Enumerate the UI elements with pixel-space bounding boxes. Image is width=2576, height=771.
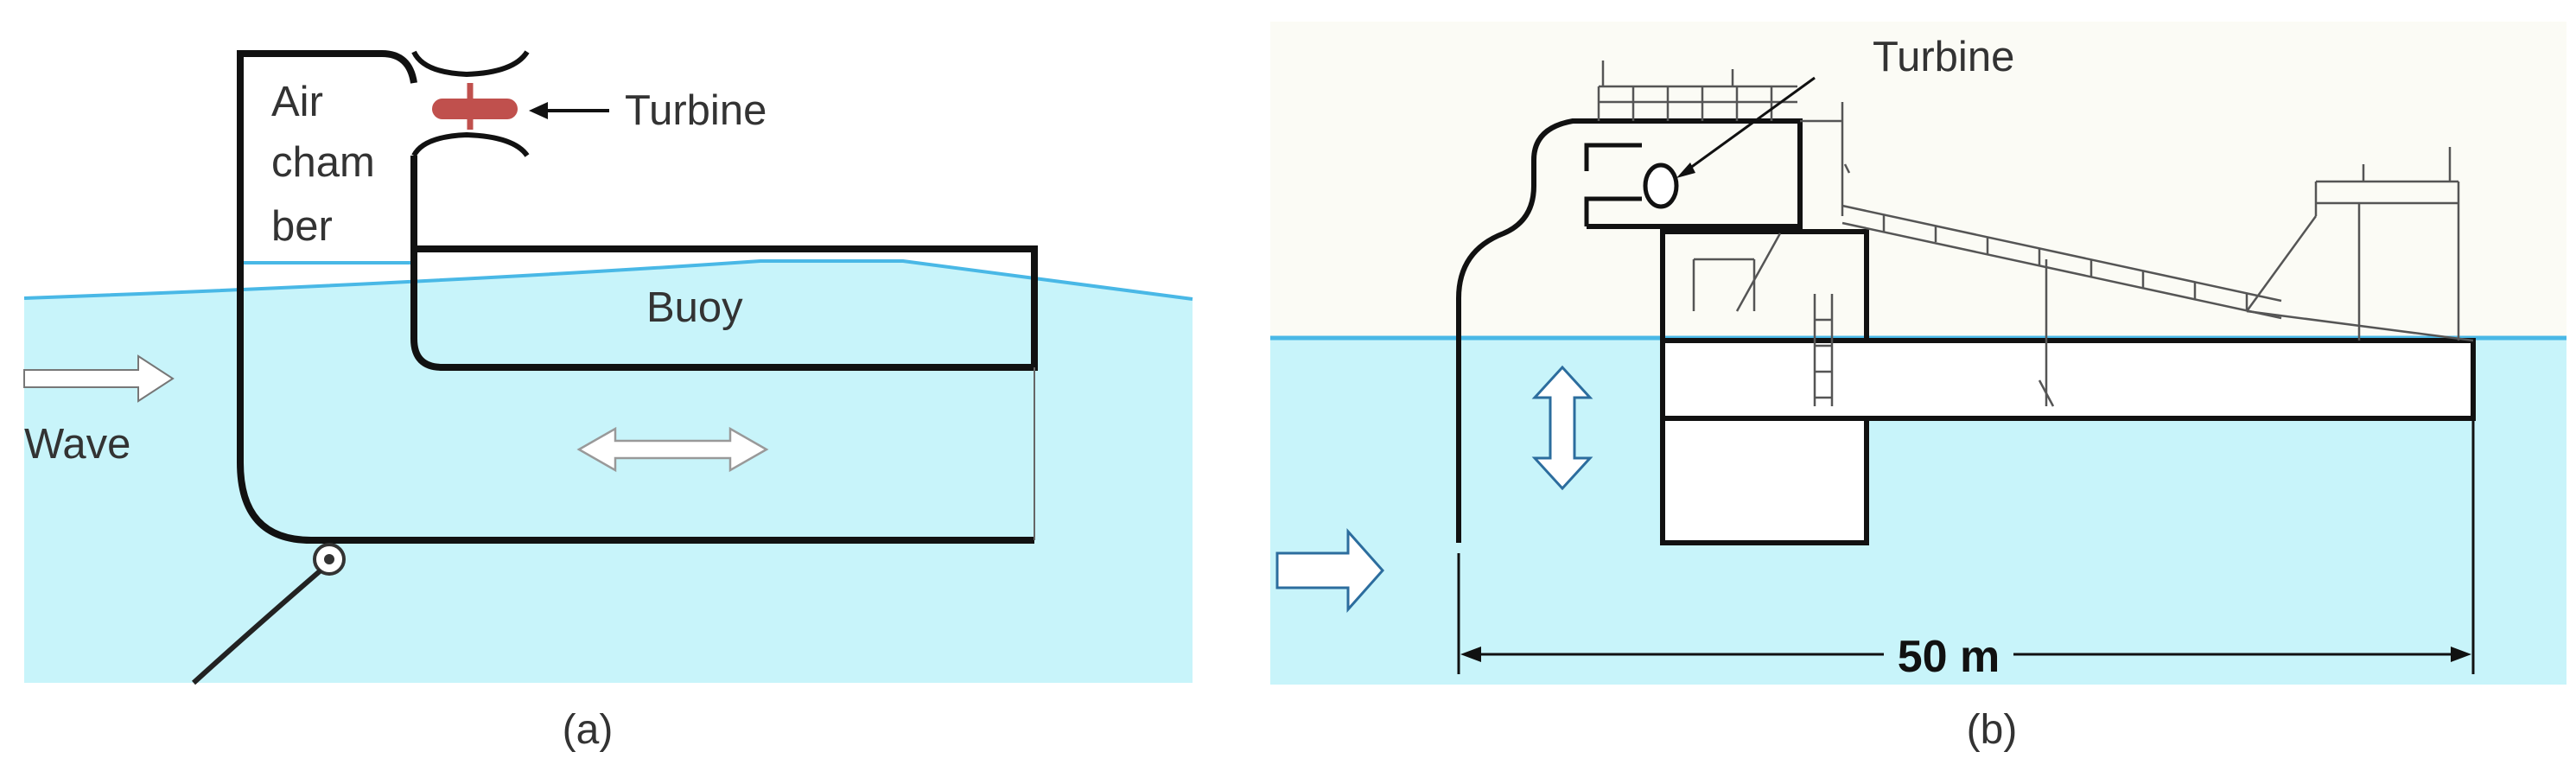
caption-a: (a) bbox=[563, 707, 614, 753]
buoy-hull bbox=[410, 156, 1038, 371]
turbine-icon bbox=[432, 83, 518, 130]
pontoon-lower bbox=[1660, 416, 1869, 545]
caption-b: (b) bbox=[1967, 707, 2018, 753]
length-label: 50 m bbox=[1898, 632, 2000, 682]
turbine-icon-b bbox=[1643, 162, 1679, 209]
heave-arrow bbox=[1531, 365, 1593, 491]
buoy-motion-arrow bbox=[576, 426, 769, 473]
panel-a: Air cham ber Turbine Buoy Wave (a) bbox=[23, 50, 1193, 753]
mooring-line bbox=[191, 568, 322, 685]
turbine-label-a: Turbine bbox=[625, 87, 766, 134]
air-chamber-label-3: ber bbox=[271, 203, 333, 250]
turbine-duct-lower bbox=[411, 131, 530, 157]
turbine-duct-upper bbox=[411, 50, 530, 78]
superstructure bbox=[1597, 61, 2474, 407]
pontoon-upper bbox=[1660, 338, 2476, 421]
water-body-a bbox=[24, 261, 1193, 683]
wave-direction-arrow bbox=[23, 354, 175, 403]
air-chamber-label-1: Air bbox=[271, 79, 323, 125]
air-chamber-wall bbox=[237, 50, 1034, 544]
turbine-pointer-b bbox=[1682, 76, 1816, 175]
air-chamber-label-2: cham bbox=[271, 139, 375, 186]
dimension-line bbox=[1457, 418, 2475, 674]
incident-wave-arrow bbox=[1275, 528, 1385, 613]
water-surface-a bbox=[23, 259, 1193, 301]
wave-label: Wave bbox=[24, 421, 130, 468]
panel-b: 50 m Turbine (b) bbox=[1270, 22, 2566, 753]
buoy-label: Buoy bbox=[646, 284, 743, 331]
oscillating-water-column-wall bbox=[1456, 118, 1803, 543]
hull-below-deck bbox=[1660, 229, 1869, 343]
chamber-inner-wall bbox=[1584, 143, 1642, 226]
turbine-label-b: Turbine bbox=[1873, 34, 2014, 80]
